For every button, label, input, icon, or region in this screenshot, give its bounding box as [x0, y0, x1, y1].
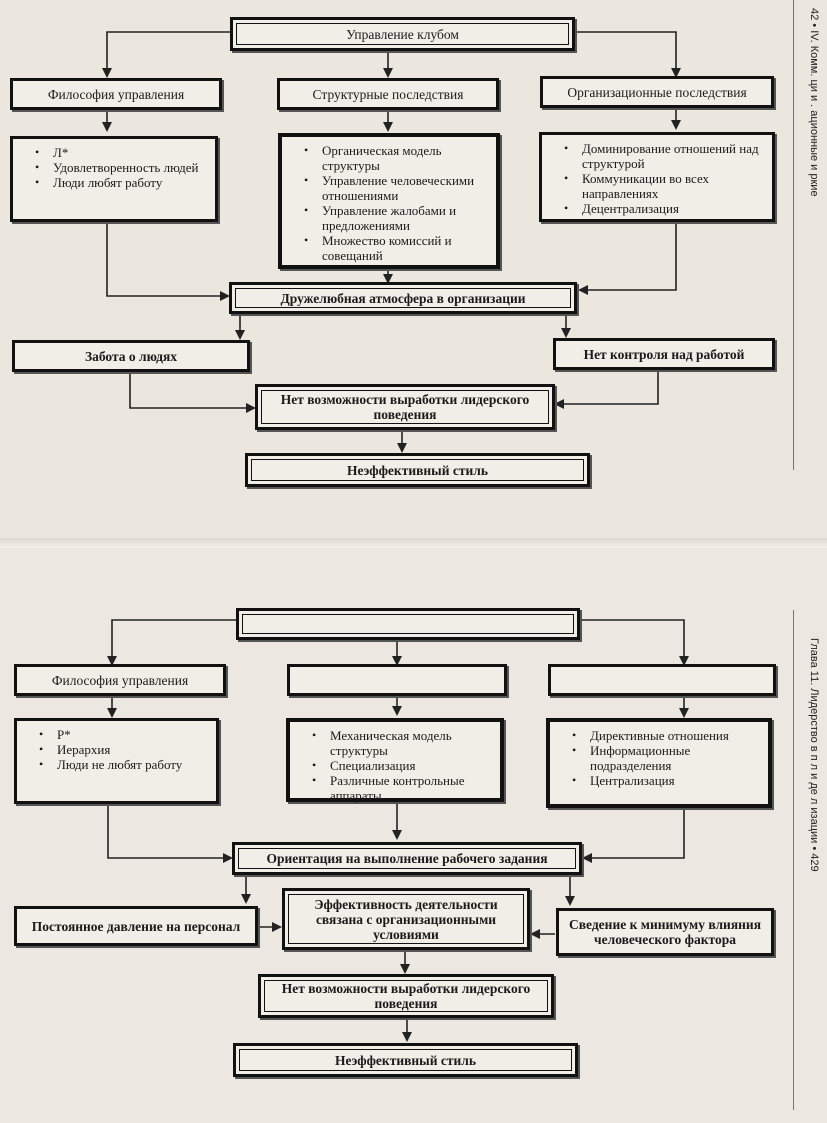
list-item: Централизация: [572, 773, 760, 788]
bottom-no-leadership-box: Нет возможности выработки лидерского пов…: [258, 974, 554, 1018]
list-item: Люди не любят работу: [39, 757, 208, 772]
bottom-no-leadership-text: Нет возможности выработки лидерского пов…: [281, 981, 531, 1011]
top-atmosphere-box: Дружелюбная атмосфера в организации: [229, 282, 577, 314]
bottom-col2-header: [287, 664, 507, 696]
bottom-col3-header: [548, 664, 776, 696]
top-left-effect-box: Забота о людях: [12, 340, 250, 372]
bottom-col1-header: Философия управления: [14, 664, 226, 696]
top-result-box: Неэффективный стиль: [245, 453, 590, 487]
bottom-result-box: Неэффективный стиль: [233, 1043, 578, 1077]
list-item: Коммуникации во всех направлениях: [564, 171, 764, 201]
list-item: Различные контрольные аппараты: [312, 773, 492, 803]
top-title: Управление клубом: [346, 26, 459, 42]
bottom-page: Философия управления Р* Иерархия Люди не…: [0, 548, 827, 1123]
top-right-effect-text: Нет контроля над работой: [583, 346, 745, 362]
bottom-orientation-text: Ориентация на выполнение рабочего задани…: [266, 851, 548, 866]
top-col3-list: Доминирование отношений над структурой К…: [539, 132, 775, 222]
bottom-efficiency-text: Эффективность деятельности связана с орг…: [314, 896, 498, 942]
top-col1-header: Философия управления: [10, 78, 222, 110]
bottom-efficiency-box: Эффективность деятельности связана с орг…: [282, 888, 530, 950]
top-result-text: Неэффективный стиль: [347, 462, 488, 478]
top-left-effect-text: Забота о людях: [84, 348, 178, 364]
list-item: Информационные подразделения: [572, 743, 760, 773]
top-no-leadership-box: Нет возможности выработки лидерского пов…: [255, 384, 555, 430]
list-item: Л*: [35, 145, 207, 160]
bottom-right-effect-box: Сведение к минимуму влияния человеческог…: [556, 908, 774, 956]
top-col3-header: Организационные последствия: [540, 76, 774, 108]
top-margin-rule: [793, 0, 794, 470]
list-item: Управление жалобами и предложениями: [304, 203, 488, 233]
bottom-margin-rule: [793, 610, 794, 1110]
bottom-result-text: Неэффективный стиль: [335, 1052, 476, 1068]
top-col2-header: Структурные последствия: [277, 78, 499, 110]
top-col2-list: Органическая модель структуры Управление…: [278, 133, 500, 269]
top-col3-header-text: Организационные последствия: [567, 84, 747, 100]
bottom-col3-list: Директивные отношения Информационные под…: [546, 718, 772, 808]
bottom-running-head: Глава 11. Лидерство в п л и де л изации …: [803, 638, 825, 1118]
top-running-head: 42 • IV. Комм. ци и . ационные и ркие: [803, 8, 825, 478]
top-page: Управление клубом Философия управления С…: [0, 0, 827, 548]
top-right-effect-box: Нет контроля над работой: [553, 338, 775, 370]
top-col1-list: Л* Удовлетворенность людей Люди любят ра…: [10, 136, 218, 222]
bottom-col2-list: Механическая модель структуры Специализа…: [286, 718, 504, 803]
bottom-orientation-box: Ориентация на выполнение рабочего задани…: [232, 842, 582, 875]
list-item: Люди любят работу: [35, 175, 207, 190]
list-item: Органическая модель структуры: [304, 143, 488, 173]
list-item: Специализация: [312, 758, 492, 773]
bottom-col1-list: Р* Иерархия Люди не любят работу: [14, 718, 219, 804]
list-item: Управление человеческими отношениями: [304, 173, 488, 203]
bottom-connector-lines: [107, 619, 689, 1042]
top-connector-lines: [102, 31, 681, 453]
top-atmosphere-text: Дружелюбная атмосфера в организации: [280, 290, 526, 306]
list-item: Удовлетворенность людей: [35, 160, 207, 175]
bottom-left-effect-text: Постоянное давление на персонал: [31, 918, 241, 934]
bottom-col1-header-text: Философия управления: [51, 672, 189, 688]
bottom-left-effect-box: Постоянное давление на персонал: [14, 906, 258, 946]
top-title-box: Управление клубом: [230, 17, 575, 51]
top-no-leadership-text: Нет возможности выработки лидерского пов…: [280, 392, 530, 422]
list-item: Децентрализация: [564, 201, 764, 216]
top-col1-header-text: Философия управления: [47, 86, 185, 102]
top-running-head-text: 42 • IV. Комм. ци и . ационные и ркие: [808, 8, 820, 197]
list-item: Р*: [39, 727, 208, 742]
list-item: Множество комиссий и совещаний: [304, 233, 488, 263]
bottom-right-effect-text: Сведение к минимуму влияния человеческог…: [569, 917, 761, 947]
top-col2-header-text: Структурные последствия: [312, 86, 464, 102]
list-item: Механическая модель структуры: [312, 728, 492, 758]
list-item: Директивные отношения: [572, 728, 760, 743]
bottom-title-box: [236, 608, 580, 640]
list-item: Иерархия: [39, 742, 208, 757]
list-item: Доминирование отношений над структурой: [564, 141, 764, 171]
bottom-running-head-text: Глава 11. Лидерство в п л и де л изации …: [808, 638, 820, 872]
